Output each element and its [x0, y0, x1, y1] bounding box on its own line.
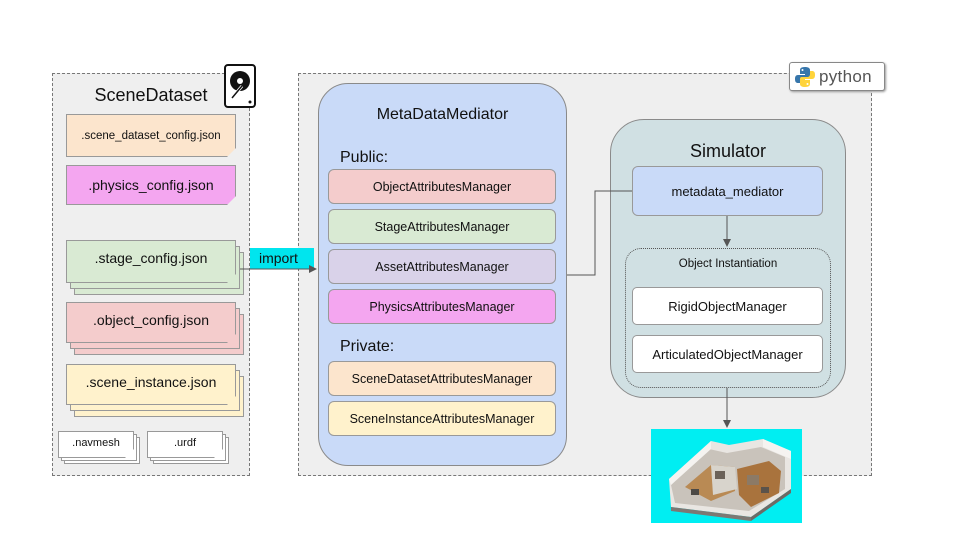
public-label: Public: [340, 149, 389, 166]
object-instantiation-group [625, 248, 831, 388]
navmesh-file: .navmesh [58, 431, 134, 458]
scene-dataset-config-file: .scene_dataset_config.json [66, 114, 236, 157]
scene-dataset-title: SceneDataset [94, 85, 208, 105]
urdf-file: .urdf [147, 431, 223, 458]
asset-attributes-manager: AssetAttributesManager [328, 249, 556, 284]
stage-config-file: .stage_config.json [66, 240, 236, 283]
scene-instance-file: .scene_instance.json [66, 364, 236, 405]
object-config-file: .object_config.json [66, 302, 236, 343]
python-icon [795, 66, 815, 87]
physics-attributes-manager: PhysicsAttributesManager [328, 289, 556, 324]
physics-config-file: .physics_config.json [66, 165, 236, 205]
object-instantiation-label: Object Instantiation [678, 258, 778, 270]
scene-dataset-attributes-manager: SceneDatasetAttributesManager [328, 361, 556, 396]
object-attributes-manager: ObjectAttributesManager [328, 169, 556, 204]
python-logo-text: python [819, 66, 872, 86]
metadata-mediator-member: metadata_mediator [632, 166, 823, 216]
scene-instance-attributes-manager: SceneInstanceAttributesManager [328, 401, 556, 436]
private-label: Private: [340, 338, 395, 355]
rendered-scene-image [651, 429, 802, 523]
metadata-mediator-title: MetaDataMediator [376, 106, 509, 123]
rigid-object-manager: RigidObjectManager [632, 287, 823, 325]
python-logo: python [789, 62, 885, 91]
simulator-title: Simulator [689, 141, 767, 161]
stage-attributes-manager: StageAttributesManager [328, 209, 556, 244]
hard-drive-icon [224, 64, 256, 108]
import-label: import [250, 248, 314, 269]
articulated-object-manager: ArticulatedObjectManager [632, 335, 823, 373]
